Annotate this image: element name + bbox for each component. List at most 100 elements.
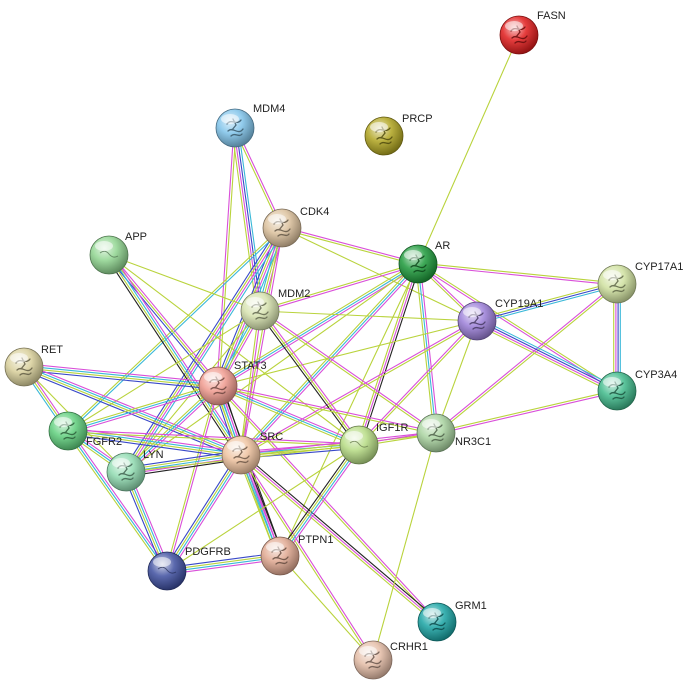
edge-evidence-text-mining	[259, 262, 419, 311]
node-label: IGF1R	[376, 422, 408, 434]
edge-evidence-text-mining	[217, 320, 478, 387]
edge-evidence-experiments	[417, 264, 618, 286]
node-sphere[interactable]	[262, 208, 302, 248]
node-sphere[interactable]	[339, 425, 379, 465]
edge-cyp19a1-igf1r	[357, 319, 479, 447]
node-sphere[interactable]	[106, 452, 146, 492]
edge-evidence-experiments	[241, 310, 262, 456]
edge-evidence-experiments	[218, 265, 420, 389]
edge-evidence-experiments	[218, 384, 439, 622]
edge-evidence-text-mining	[108, 254, 360, 446]
node-highlight	[153, 557, 171, 567]
edge-evidence-experiments	[216, 127, 235, 387]
node-label: SRC	[260, 431, 283, 443]
node-stat3[interactable]: STAT3	[198, 360, 267, 406]
node-sphere[interactable]	[48, 411, 88, 451]
edge-evidence-text-mining	[165, 453, 241, 571]
edge-stat3-lyn	[123, 383, 221, 475]
node-highlight	[505, 21, 523, 31]
node-src[interactable]: SRC	[221, 431, 283, 475]
node-highlight	[204, 372, 222, 382]
node-cdk4[interactable]: CDK4	[262, 206, 329, 248]
edge-nr3c1-crhr1	[372, 432, 437, 661]
protein-structure-icon	[349, 440, 369, 448]
node-sphere[interactable]	[416, 413, 456, 453]
node-cyp3a4[interactable]: CYP3A4	[597, 369, 677, 411]
node-ar[interactable]: AR	[398, 240, 450, 284]
edge-evidence-text-mining	[281, 228, 419, 266]
node-igf1r[interactable]: IGF1R	[339, 422, 408, 465]
node-label: PTPN1	[298, 534, 333, 546]
node-ret[interactable]: RET	[4, 344, 63, 387]
edge-stat3-pdgfrb	[165, 385, 220, 572]
node-sphere[interactable]	[147, 551, 187, 591]
node-sphere[interactable]	[221, 435, 261, 475]
edge-evidence-experiments	[67, 429, 360, 445]
edge-evidence-text-mining	[417, 34, 520, 265]
edge-evidence-experiments	[259, 264, 419, 313]
edge-evidence-text-mining	[258, 311, 436, 435]
edge-stat3-nr3c1	[217, 384, 437, 435]
node-sphere[interactable]	[353, 640, 393, 680]
node-cyp19a1[interactable]: CYP19A1	[457, 298, 543, 341]
edge-evidence-databases	[23, 365, 219, 386]
node-sphere[interactable]	[597, 371, 637, 411]
node-label: NR3C1	[455, 436, 491, 448]
node-label: FGFR2	[86, 436, 122, 448]
edge-evidence-experiments	[240, 431, 437, 455]
node-app[interactable]: APP	[89, 231, 147, 275]
edge-evidence-text-mining	[239, 310, 260, 456]
edge-evidence-text-mining	[279, 555, 374, 661]
edge-mdm4-stat3	[216, 127, 237, 387]
node-sphere[interactable]	[198, 366, 238, 406]
node-mdm4[interactable]: MDM4	[215, 103, 285, 148]
node-sphere[interactable]	[417, 602, 457, 642]
node-mdm2[interactable]: MDM2	[240, 288, 310, 331]
node-sphere[interactable]	[240, 291, 280, 331]
edge-app-src	[105, 252, 245, 458]
node-sphere[interactable]	[457, 301, 497, 341]
edge-cyp19a1-cyp3a4	[474, 317, 620, 395]
node-sphere[interactable]	[398, 244, 438, 284]
edge-cdk4-lyn	[122, 225, 286, 475]
node-cyp17a1[interactable]: CYP17A1	[597, 261, 683, 304]
node-highlight	[345, 431, 363, 441]
node-sphere[interactable]	[89, 235, 129, 275]
node-nr3c1[interactable]: NR3C1	[416, 413, 491, 453]
edge-evidence-text-mining	[240, 433, 437, 457]
edge-evidence-experiments	[419, 263, 439, 434]
node-sphere[interactable]	[260, 536, 300, 576]
node-label: CDK4	[300, 206, 329, 218]
edge-evidence-experiments	[68, 387, 220, 434]
node-label: PRCP	[402, 113, 433, 125]
edge-cyp17a1-nr3c1	[434, 282, 619, 435]
edge-fgfr2-pdgfrb	[65, 429, 170, 573]
edge-evidence-text-mining	[359, 321, 479, 447]
node-lyn[interactable]: LYN	[106, 449, 164, 492]
edge-app-mdm2	[108, 254, 261, 312]
node-sphere[interactable]	[215, 108, 255, 148]
edge-cyp3a4-nr3c1	[435, 389, 618, 435]
node-sphere[interactable]	[499, 15, 539, 55]
node-fgfr2[interactable]: FGFR2	[48, 411, 122, 451]
node-ptpn1[interactable]: PTPN1	[260, 534, 333, 576]
node-pdgfrb[interactable]: PDGFRB	[147, 546, 231, 591]
edge-evidence-experiments	[233, 127, 260, 312]
edge-evidence-text-mining	[356, 262, 417, 445]
node-fasn[interactable]: FASN	[499, 10, 566, 55]
node-label: STAT3	[234, 360, 267, 372]
edge-evidence-text-mining	[372, 432, 437, 661]
edge-evidence-databases	[167, 455, 243, 573]
edge-evidence-text-mining	[107, 255, 241, 457]
node-sphere[interactable]	[364, 116, 404, 156]
node-sphere[interactable]	[597, 264, 637, 304]
node-highlight	[54, 417, 72, 427]
node-crhr1[interactable]: CRHR1	[353, 640, 428, 680]
edge-evidence-text-mining	[240, 321, 479, 457]
node-sphere[interactable]	[4, 347, 44, 387]
edge-evidence-co-occurrence	[124, 450, 241, 469]
edge-evidence-text-mining	[231, 127, 258, 313]
node-grm1[interactable]: GRM1	[417, 600, 487, 642]
node-highlight	[603, 377, 621, 387]
node-prcp[interactable]: PRCP	[364, 113, 433, 156]
